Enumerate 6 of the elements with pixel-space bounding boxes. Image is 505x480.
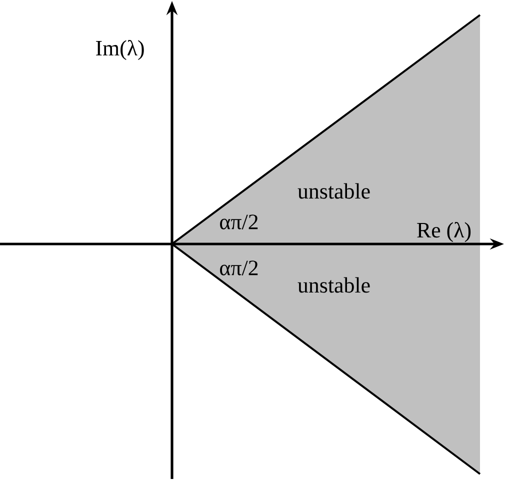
angle-label: απ/2 xyxy=(220,260,258,276)
region-label: unstable xyxy=(298,183,370,199)
region-label: unstable xyxy=(298,277,370,293)
axis-label: Re (λ) xyxy=(417,222,471,242)
angle-label: απ/2 xyxy=(220,214,258,230)
axis-label: Im(λ) xyxy=(96,40,144,60)
